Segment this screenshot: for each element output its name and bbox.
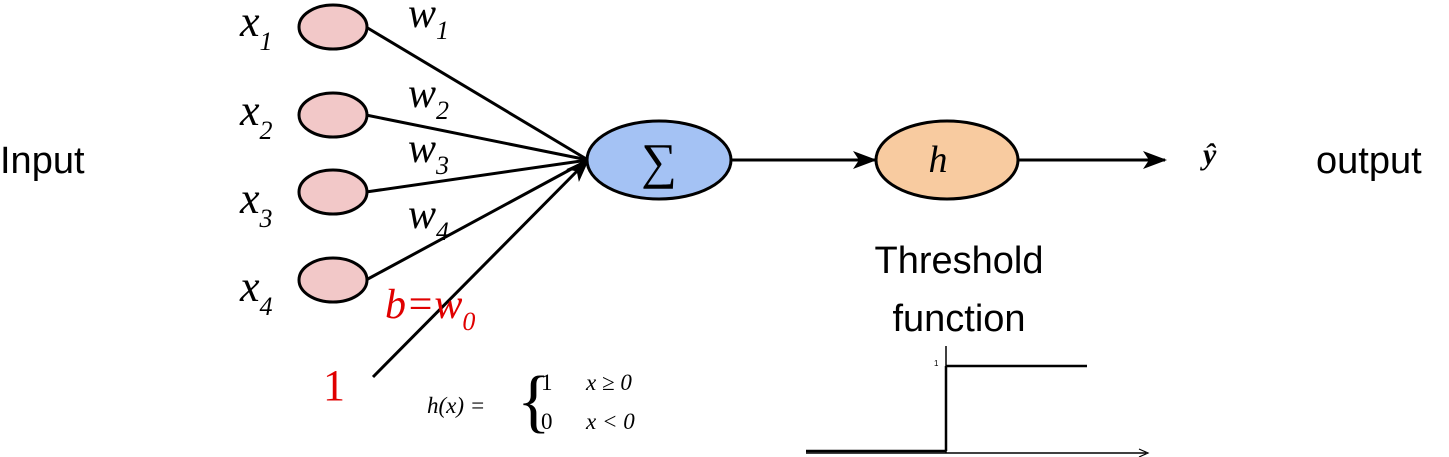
input-label-x3: x3 <box>239 174 273 233</box>
bias-input-label: 1 <box>323 361 345 410</box>
input-label-x4: x4 <box>239 262 273 321</box>
weight-label-w2: w2 <box>408 71 449 125</box>
activation-node <box>874 119 1020 201</box>
formula-case2-value: 0 <box>541 409 553 434</box>
output-text: output <box>1316 140 1422 182</box>
edge-x4-sum <box>365 158 589 282</box>
edge-bias-sum <box>371 158 590 379</box>
input-text: Input <box>0 140 85 182</box>
formula-case2-cond: x < 0 <box>585 409 635 434</box>
step-plot-tick-label: 1 <box>934 359 939 368</box>
threshold-caption-line2: function <box>892 298 1025 340</box>
bias-weight-label: b=w0 <box>385 282 475 336</box>
formula-case1-cond: x ≥ 0 <box>585 370 632 395</box>
formula-case1-value: 1 <box>541 370 553 395</box>
sum-symbol: ∑ <box>641 133 677 189</box>
input-node-x3 <box>297 168 369 216</box>
edge-x1-sum <box>365 25 589 162</box>
input-label-x2: x2 <box>239 86 273 145</box>
weight-label-w4: w4 <box>408 192 449 246</box>
formula-lhs: h(x) = <box>427 393 485 418</box>
sum-node <box>585 119 733 201</box>
step-plot-x-axis-arrow <box>1138 448 1150 457</box>
edge-x3-sum <box>365 158 589 194</box>
y-hat-label: ŷ <box>1200 138 1217 171</box>
formula-brace: { <box>517 363 551 440</box>
threshold-caption-line1: Threshold <box>875 240 1044 282</box>
activation-label: h <box>929 139 948 181</box>
input-node-x1 <box>297 3 369 51</box>
edge-x2-sum <box>365 113 589 162</box>
step-function-plot: 1 <box>806 346 1150 457</box>
weight-label-w1: w1 <box>408 0 449 45</box>
weight-label-w3: w3 <box>408 126 449 180</box>
input-node-x2 <box>297 91 369 139</box>
piecewise-formula: h(x) = { 1 x ≥ 0 0 x < 0 <box>427 363 635 440</box>
input-label-x1: x1 <box>239 0 273 56</box>
input-node-x4 <box>297 256 369 304</box>
